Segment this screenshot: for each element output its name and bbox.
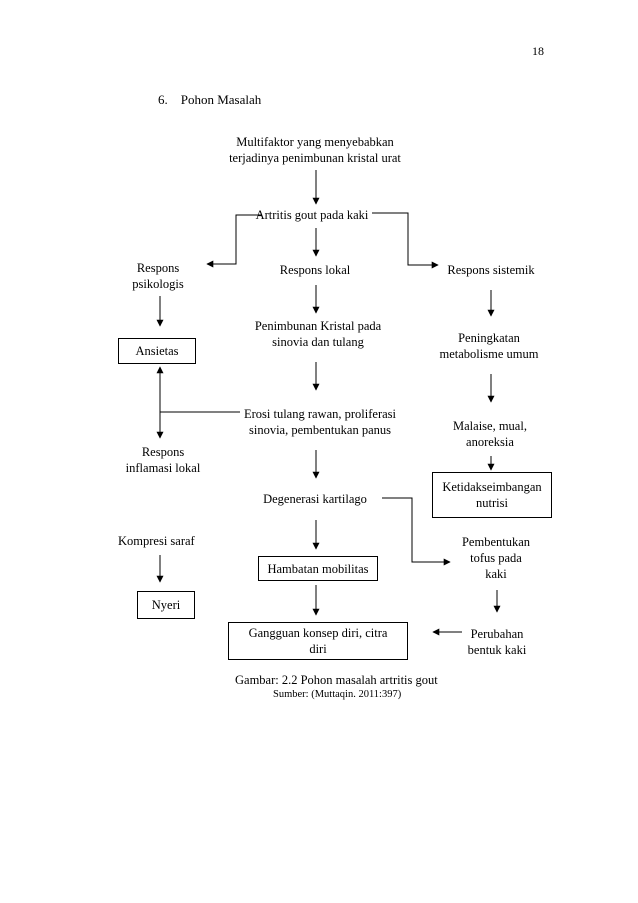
- node-perubahan-line2: bentuk kaki: [467, 643, 527, 657]
- node-respons-sistemik: Respons sistemik: [447, 263, 535, 277]
- node-multifaktor: Multifaktor yang menyebabkan terjadinya …: [205, 134, 425, 166]
- node-respons-inflamasi-line2: inflamasi lokal: [125, 461, 201, 475]
- node-respons-lokal: Respons lokal: [279, 263, 351, 277]
- node-respons-inflamasi-line1: Respons: [141, 445, 185, 459]
- node-ketidakseimbangan-nutrisi: Ketidakseimbangan nutrisi: [432, 472, 552, 518]
- node-respons-psikologis-line2: psikologis: [132, 277, 184, 291]
- section-heading: 6. Pohon Masalah: [158, 92, 261, 108]
- figure-caption: Gambar: 2.2 Pohon masalah artritis gout: [235, 673, 438, 687]
- node-erosi-line2: sinovia, pembentukan panus: [249, 423, 391, 437]
- node-gangguan-line1: Gangguan konsep diri, citra: [248, 626, 388, 640]
- page-number: 18: [532, 44, 544, 58]
- node-pembentukan-line1: Pembentukan: [461, 535, 531, 549]
- node-artritis: Artritis gout pada kaki: [255, 208, 369, 222]
- node-kompresi-saraf: Kompresi saraf: [118, 534, 195, 548]
- arrow-artritis-sistemik: [372, 212, 439, 269]
- node-respons-psikologis: Respons psikologis: [118, 260, 198, 292]
- node-gangguan-line2: diri: [309, 642, 327, 656]
- node-respons-psikologis-line1: Respons: [136, 261, 180, 275]
- node-penimbunan-line2: sinovia dan tulang: [272, 335, 364, 349]
- node-degenerasi: Degenerasi kartilago: [263, 492, 367, 506]
- node-ansietas: Ansietas: [118, 338, 196, 364]
- node-malaise: Malaise, mual, anoreksia: [435, 418, 545, 450]
- node-erosi-line1: Erosi tulang rawan, proliferasi: [243, 407, 397, 421]
- node-ketidakseimbangan-line1: Ketidakseimbangan: [442, 480, 542, 494]
- node-peningkatan-line2: metabolisme umum: [439, 347, 539, 361]
- node-malaise-line2: anoreksia: [466, 435, 514, 449]
- node-ketidakseimbangan-line2: nutrisi: [476, 496, 508, 510]
- node-pembentukan-line2: tofus pada: [470, 551, 522, 565]
- node-peningkatan: Peningkatan metabolisme umum: [427, 330, 551, 362]
- node-multifaktor-line2: terjadinya penimbunan kristal urat: [229, 151, 401, 165]
- heading-number: 6.: [158, 92, 168, 107]
- node-erosi: Erosi tulang rawan, proliferasi sinovia,…: [225, 406, 415, 438]
- node-penimbunan-line1: Penimbunan Kristal pada: [254, 319, 382, 333]
- node-penimbunan: Penimbunan Kristal pada sinovia dan tula…: [228, 318, 408, 350]
- arrow-artritis-psikologis: [206, 214, 262, 268]
- arrow-degenerasi-tofus: [382, 497, 451, 566]
- node-respons-inflamasi: Respons inflamasi lokal: [117, 444, 209, 476]
- figure-source: Sumber: (Muttaqin. 2011:397): [273, 689, 402, 700]
- node-peningkatan-line1: Peningkatan: [458, 331, 520, 345]
- node-pembentukan-line3: kaki: [485, 567, 507, 581]
- node-nyeri: Nyeri: [137, 591, 195, 619]
- node-hambatan-mobilitas: Hambatan mobilitas: [258, 556, 378, 581]
- node-gangguan: Gangguan konsep diri, citra diri: [228, 622, 408, 660]
- node-perubahan-bentuk-kaki: Perubahan bentuk kaki: [452, 626, 542, 658]
- heading-title: Pohon Masalah: [180, 92, 262, 107]
- node-perubahan-line1: Perubahan: [470, 627, 524, 641]
- node-malaise-line1: Malaise, mual,: [453, 419, 527, 433]
- node-pembentukan-tofus: Pembentukan tofus pada kaki: [446, 534, 546, 582]
- node-multifaktor-line1: Multifaktor yang menyebabkan: [236, 135, 394, 149]
